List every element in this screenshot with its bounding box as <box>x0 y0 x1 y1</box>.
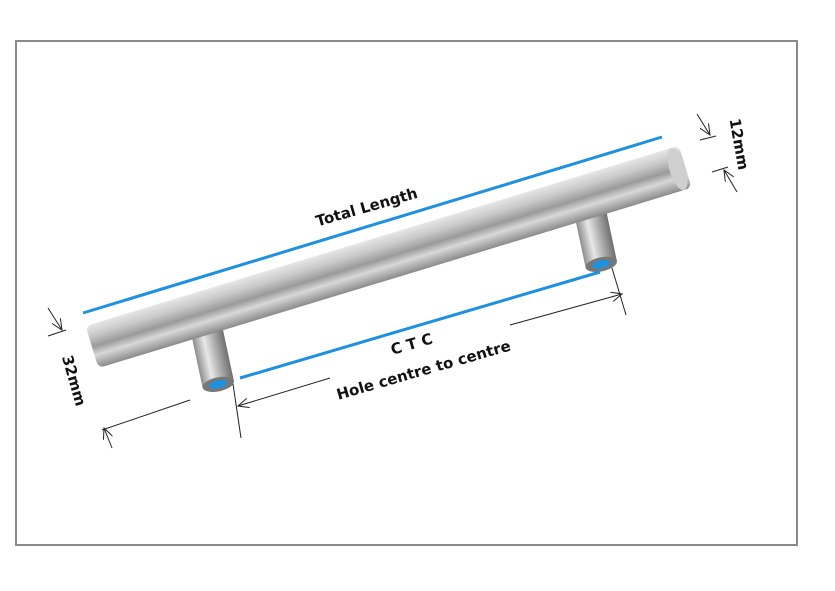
projection-arrow-bottom <box>104 428 112 449</box>
projection-label: 32mm <box>58 353 90 408</box>
projection-tick <box>47 329 67 337</box>
ctc-arrow-left <box>238 377 331 406</box>
projection-extension <box>101 399 191 431</box>
diameter-tick-bottom <box>711 166 729 173</box>
total-length-line <box>82 135 663 315</box>
projection-arrow-top <box>47 307 62 330</box>
diameter-tick-top <box>699 135 717 141</box>
diameter-arrow-bottom <box>724 170 738 193</box>
left-hole-icon <box>209 380 228 389</box>
diagram-frame <box>15 40 798 546</box>
handle-bar <box>87 147 691 367</box>
ctc-line <box>239 270 601 380</box>
total-length-label: Total Length <box>314 184 420 230</box>
extension-line <box>232 383 242 439</box>
bar-diameter-label: 12mm <box>726 117 753 171</box>
ctc-label: C T C <box>389 330 435 359</box>
extension-line <box>611 267 627 316</box>
right-hole-icon <box>592 260 611 269</box>
ctc-arrow-right <box>509 294 622 326</box>
diameter-arrow-top <box>696 113 710 135</box>
